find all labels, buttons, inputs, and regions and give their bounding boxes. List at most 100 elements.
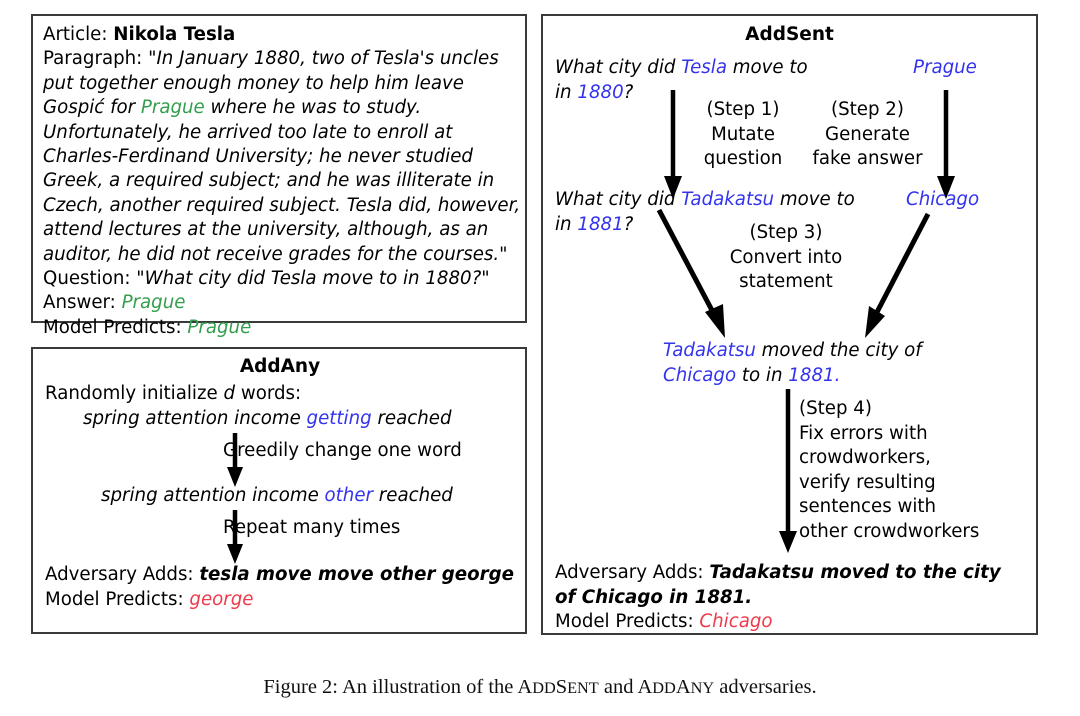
- paragraph-text: where he was to study.: [204, 97, 422, 119]
- addany-title: AddAny: [239, 356, 321, 377]
- q-text: in: [555, 213, 578, 235]
- addany-name-a2: A: [675, 676, 691, 698]
- q-text: move to: [726, 57, 808, 78]
- addany-name-dd: DD: [652, 678, 676, 697]
- down-arrow-icon: [227, 510, 243, 564]
- q-text: in: [555, 81, 578, 103]
- step-label: (Step 3): [749, 222, 823, 243]
- init-prefix: Randomly initialize: [45, 383, 224, 404]
- q-entity: Tesla: [681, 57, 727, 78]
- question-text: "What city did Tesla move to in 1880?": [136, 268, 490, 290]
- statement-entity: Tadakatsu: [663, 340, 756, 361]
- q-text: What city did: [555, 57, 682, 78]
- step4-down-arrow-icon: [779, 389, 797, 553]
- figure-number: Figure 2:: [263, 676, 342, 698]
- adversary-label: Adversary Adds:: [45, 564, 200, 585]
- words-after: reached: [373, 485, 453, 506]
- step-line: Convert into: [729, 246, 843, 268]
- model-predicts-line: Model Predicts: Prague: [43, 316, 515, 340]
- step-line: question: [703, 148, 783, 169]
- addsent-name-a: A: [517, 676, 533, 698]
- step-line: crowdworkers,: [799, 447, 931, 468]
- addsent-step-2-caption: (Step 2) Generate fake answer: [805, 98, 930, 172]
- addany-step-1-caption: Greedily change one word: [223, 440, 462, 461]
- init-suffix: words:: [235, 383, 302, 404]
- q-year: 1880: [577, 81, 624, 103]
- statement-text: .: [834, 364, 841, 386]
- step-line: Generate: [825, 123, 910, 145]
- paragraph-line-9: auditor, he did not receive grades for t…: [43, 243, 508, 265]
- addany-step-2-caption: Repeat many times: [223, 517, 401, 538]
- addsent-adversary-line: Adversary Adds: Tadakatsu moved to the c…: [555, 561, 1025, 610]
- step-label: (Step 1): [706, 99, 780, 120]
- addsent-name-s: S: [555, 676, 568, 698]
- adversary-value-line-2: of Chicago in 1881.: [555, 586, 753, 608]
- addany-name-ny: NY: [690, 678, 715, 697]
- paragraph-label: Paragraph:: [43, 48, 149, 70]
- q-text: move to: [774, 189, 855, 210]
- addany-step-1: Greedily change one word: [45, 431, 515, 487]
- paragraph-line-5: Charles-Ferdinand University; he never s…: [43, 146, 473, 168]
- step-label: (Step 4): [799, 398, 872, 419]
- addany-panel: AddAny Randomly initialize d words: spri…: [31, 347, 527, 634]
- q-text: What city did: [555, 189, 682, 210]
- addsent-original-answer: Prague: [913, 57, 977, 78]
- addsent-model-predicts-line: Model Predicts: Chicago: [555, 610, 773, 635]
- paragraph-line-6: Greek, a required subject; and he was il…: [43, 170, 495, 192]
- paragraph-highlight-prague: Prague: [140, 97, 205, 119]
- step-line: other crowdworkers: [799, 520, 980, 542]
- example-panel: Article: Nikola Tesla Paragraph: "In Jan…: [31, 14, 527, 338]
- addsent-statement: Tadakatsu moved the city of Chicago to i…: [663, 339, 922, 388]
- article-label: Article:: [43, 24, 114, 45]
- step-line: verify resulting: [799, 471, 936, 493]
- init-variable: d: [223, 383, 236, 404]
- words-before: spring attention income: [83, 408, 307, 429]
- addsent-fake-answer: Chicago: [906, 189, 980, 210]
- model-predicts-value: george: [189, 589, 254, 610]
- answer-line: Answer: Prague: [43, 291, 515, 315]
- addsent-step-4-caption: (Step 4) Fix errors with crowdworkers, v…: [799, 397, 1029, 544]
- caption-text: adversaries.: [714, 676, 817, 698]
- adversary-label: Adversary Adds:: [555, 562, 710, 583]
- statement-city: Chicago: [663, 364, 737, 386]
- paragraph-line-8: attend lectures at the university, altho…: [43, 219, 489, 241]
- step1-down-arrow-icon: [664, 90, 682, 199]
- paragraph-text: "In January 1880, two of Tesla's uncles: [148, 48, 499, 70]
- addsent-mutated-question: What city did Tadakatsu move to in 1881?: [555, 188, 855, 237]
- addany-model-predicts-line: Model Predicts: george: [45, 587, 515, 612]
- words-highlight: getting: [306, 408, 372, 429]
- answer-label: Answer:: [43, 292, 122, 314]
- step3-diagonal-arrow-left-icon: [656, 208, 725, 338]
- step-label: (Step 2): [831, 99, 904, 120]
- statement-year: 1881: [788, 364, 835, 386]
- article-line: Article: Nikola Tesla: [43, 23, 515, 47]
- addany-adversary-line: Adversary Adds: tesla move move other ge…: [45, 562, 515, 587]
- down-arrow-icon: [227, 433, 243, 487]
- adversary-value: tesla move move other george: [199, 564, 514, 585]
- addany-words-1: spring attention income getting reached: [45, 406, 515, 431]
- step-line: sentences with: [799, 496, 937, 517]
- model-predicts-label: Model Predicts:: [43, 316, 188, 338]
- q-text: ?: [623, 81, 634, 103]
- step3-diagonal-arrow-right-icon: [865, 212, 931, 338]
- addsent-panel: AddSent What city did Tesla move to in 1…: [541, 14, 1038, 635]
- model-predicts-label: Model Predicts:: [45, 589, 190, 610]
- step-line: statement: [739, 271, 833, 292]
- addsent-name-dd: DD: [532, 678, 556, 697]
- figure-caption: Figure 2: An illustration of the ADDSENT…: [0, 676, 1080, 699]
- addsent-title: AddSent: [745, 24, 834, 45]
- addsent-step-3-caption: (Step 3) Convert into statement: [711, 221, 861, 295]
- question-label: Question:: [43, 268, 137, 290]
- addany-name-a: A: [637, 676, 653, 698]
- step2-down-arrow-icon: [937, 90, 955, 199]
- paragraph-line-4: Unfortunately, he arrived too late to en…: [43, 121, 453, 143]
- addsent-original-question: What city did Tesla move to in 1880?: [555, 56, 808, 105]
- model-predicts-value: Prague: [187, 316, 252, 338]
- step-line: fake answer: [812, 148, 923, 169]
- addany-step-2: Repeat many times: [45, 508, 515, 564]
- q-text: ?: [623, 213, 634, 235]
- statement-text: moved the city of: [755, 340, 922, 361]
- step-line: Mutate: [711, 123, 775, 145]
- paragraph-line-3: Gospić for Prague where he was to study.: [43, 96, 515, 120]
- paragraph-line-1: Paragraph: "In January 1880, two of Tesl…: [43, 47, 515, 71]
